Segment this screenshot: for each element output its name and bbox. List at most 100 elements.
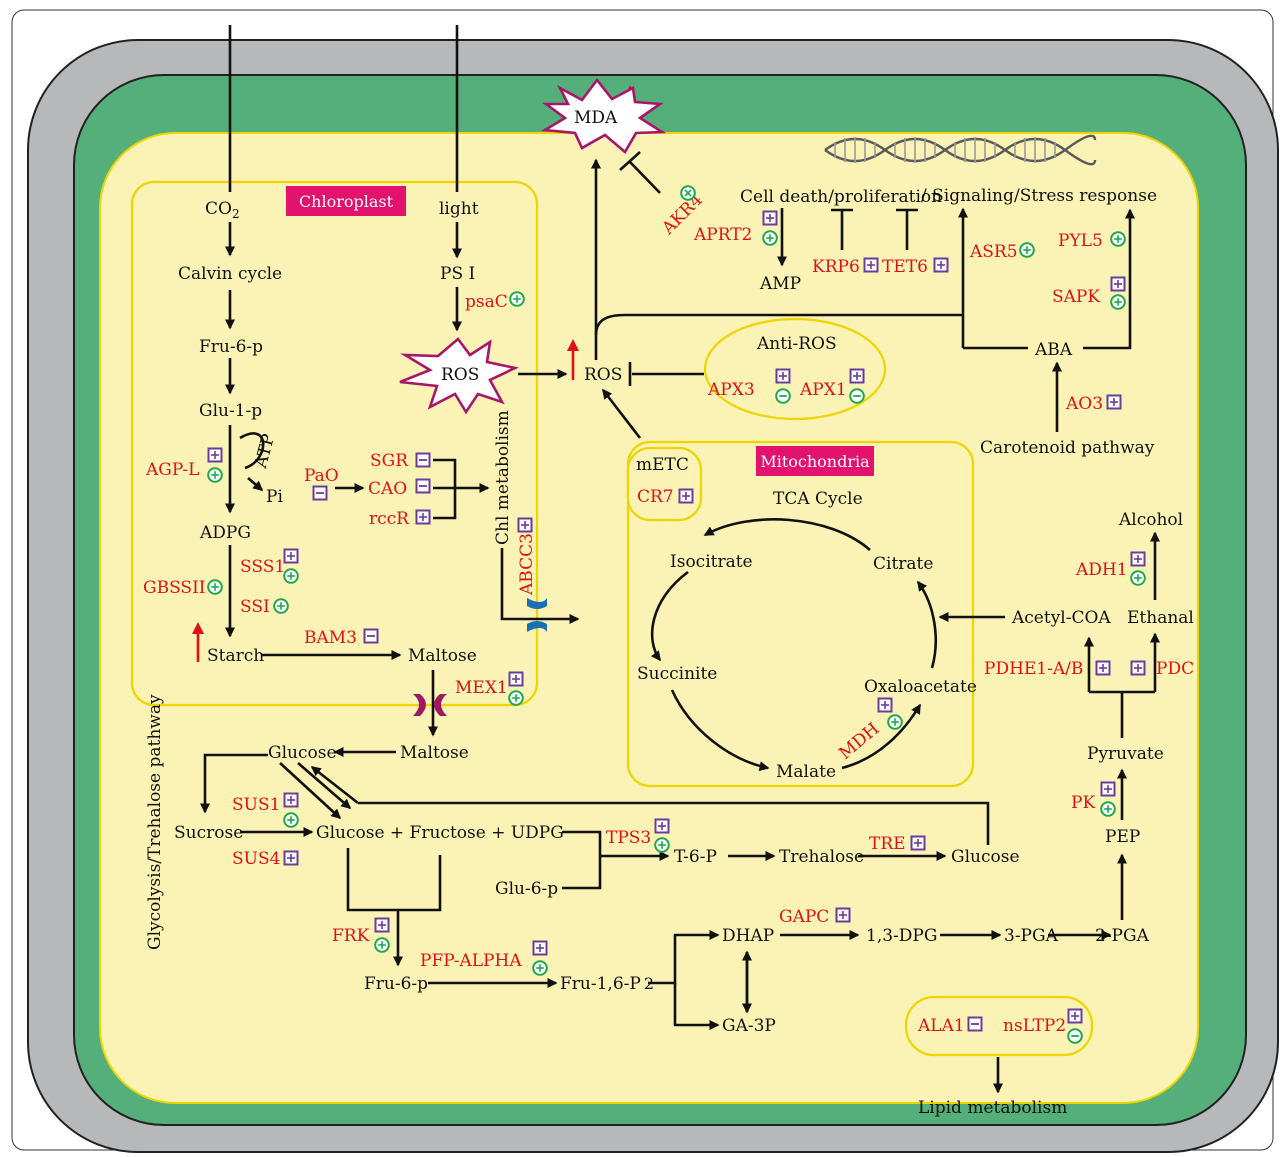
acetyl-coa-label: Acetyl-COA [1011,608,1111,628]
light-label: light [439,199,479,219]
gene-ala1: ALA1 [917,1016,965,1036]
malate-label: Malate [776,762,836,782]
gene-sus4: SUS4 [232,849,280,869]
pyruvate-label: Pyruvate [1087,744,1164,764]
isocitrate-label: Isocitrate [670,552,753,572]
agp-l-up-marker [208,468,222,482]
ala1-down-box [969,1018,982,1031]
ros-label: ROS [584,365,622,385]
13dpg-label: 1,3-DPG [866,926,937,946]
ros-star-label: ROS [441,365,479,385]
oxaloacetate-label: Oxaloacetate [864,677,977,697]
carotenoid-label: Carotenoid pathway [980,438,1155,458]
signaling-label: / Signaling [921,186,1014,206]
dhap-label: DHAP [722,926,774,946]
gene-pyl5: PYL5 [1058,231,1103,251]
akr4-marker [681,186,695,200]
gene-agp-l: AGP-L [145,460,199,480]
glucose-fructose-udpg-label: Glucose + Fructose + UDPG [316,823,564,843]
citrate-label: Citrate [873,554,933,574]
pfp-alpha-box [534,942,547,955]
gene-pfp-alpha: PFP-ALPHA [420,951,522,971]
anti-ros-label: Anti-ROS [756,334,837,354]
bam3-down-box [365,630,378,643]
starch-label: Starch [207,646,264,666]
pdc-box [1132,662,1145,675]
gene-cao: CAO [368,479,407,499]
gene-sapk: SAPK [1052,287,1100,307]
gene-ao3: AO3 [1065,394,1103,414]
gene-tre: TRE [869,834,906,854]
maltose-cytosol-label: Maltose [400,743,469,763]
3pga-label: 3-PGA [1004,926,1059,946]
aprt2-up-marker [763,231,777,245]
asr5-up-marker [1020,243,1034,257]
aprt2-box [764,212,777,225]
alcohol-label: Alcohol [1118,510,1183,530]
gene-frk: FRK [332,926,370,946]
tre-box [912,837,925,850]
sus1-box [285,794,298,807]
sgr-down-box [417,454,430,467]
pyl5-up-marker [1111,232,1125,246]
psi-label: PS I [440,264,475,284]
gene-mex1: MEX1 [455,678,508,698]
glu1p-label: Glu-1-p [199,401,262,421]
gene-sgr: SGR [370,451,409,471]
gene-tet6: TET6 [882,257,928,277]
2pga-label: 2-PGA [1095,926,1150,946]
ao3-box [1108,396,1121,409]
apx1-down-marker [850,389,864,403]
tps3-up-marker [655,838,669,852]
chloroplast [132,182,537,705]
glu6p-label: Glu-6-p [495,879,558,899]
gene-apx3: APX3 [707,380,755,400]
chl-metabolism-label: Chl metabolism [493,410,513,545]
gene-asr5: ASR5 [969,242,1018,262]
pep-label: PEP [1105,827,1140,847]
succinite-label: Succinite [637,664,717,684]
gapc-box [837,909,850,922]
mdh-box [879,699,892,712]
tps3-box [656,820,669,833]
frk-up-marker [375,938,389,952]
glycolysis-pathway-label: Glycolysis/Trehalose pathway [145,694,165,950]
gene-tps3: TPS3 [606,828,651,848]
gene-rccr: rccR [369,509,410,529]
psac-up-marker [510,292,524,306]
gene-apx1: APX1 [799,380,847,400]
t6p-label: T-6-P [674,847,717,867]
tca-label: TCA Cycle [773,489,863,509]
pfp-alpha-up-marker [533,961,547,975]
maltose-chloroplast-label: Maltose [408,646,477,666]
gene-gbssii: GBSSII [143,578,206,598]
sapk-up-marker [1111,295,1125,309]
apx3-box [777,370,790,383]
gene-krp6: KRP6 [812,257,860,277]
stress-response-label: /Stress response [1014,186,1157,206]
abcc3-box [519,519,532,532]
gene-cr7: CR7 [637,487,674,507]
adpg-label: ADPG [199,523,251,543]
tet6-box [935,259,948,272]
rccr-box [417,511,430,524]
krp6-box [865,259,878,272]
ga3p-label: GA-3P [722,1016,776,1036]
gbssii-up-marker [208,580,222,594]
gene-pk: PK [1071,793,1095,813]
pao-down-box [314,487,327,500]
pk-box [1102,783,1115,796]
sss1-up-marker [284,569,298,583]
pdhe1-box [1097,662,1110,675]
glucose-right-label: Glucose [951,847,1020,867]
frk-box [376,919,389,932]
gene-pdhe1: PDHE1-A/B [984,659,1083,679]
cr7-box [680,490,693,503]
mex1-up-marker [509,691,523,705]
sus1-up-marker [284,813,298,827]
chloroplast-title: Chloroplast [299,192,394,211]
sucrose-label: Sucrose [174,823,243,843]
aba-label: ABA [1034,340,1073,360]
